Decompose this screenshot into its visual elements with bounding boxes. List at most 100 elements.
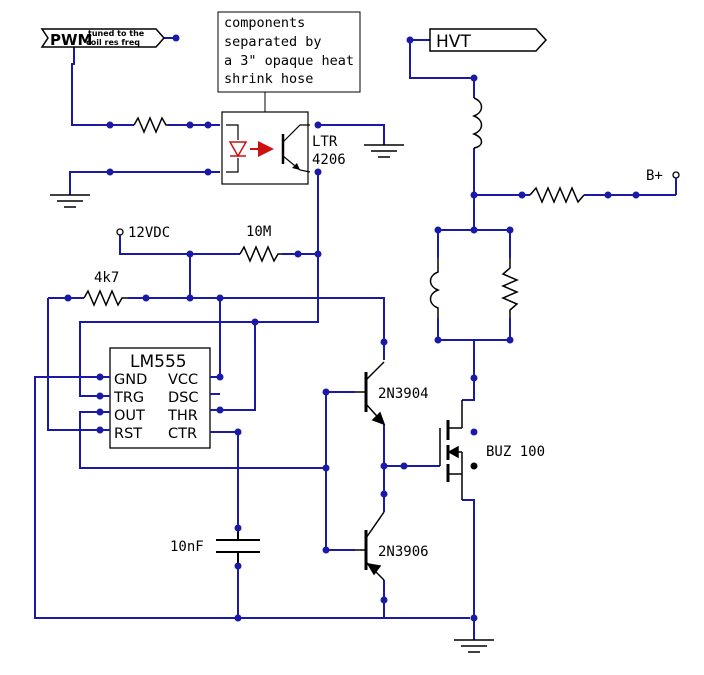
junction-node <box>470 428 478 436</box>
note-line-2: separated by <box>224 34 322 50</box>
junction-node <box>96 373 104 381</box>
supply-terminal <box>116 228 124 236</box>
q2-label: 2N3906 <box>378 544 429 560</box>
note-line-1: components <box>224 15 305 31</box>
junction-nodes <box>64 34 640 622</box>
pin-rst: RST <box>114 426 142 442</box>
junction-node <box>234 428 242 436</box>
junction-node <box>380 596 388 604</box>
junction-node <box>400 462 408 470</box>
transistor-2n3904 <box>355 361 386 426</box>
optocoupler <box>221 111 311 185</box>
lm555-body <box>109 347 211 449</box>
junction-black <box>470 462 478 470</box>
pin-vcc: VCC <box>168 372 198 388</box>
pwm-label-box <box>40 28 166 48</box>
bplus-label: B+ <box>646 168 663 184</box>
junction-node <box>470 374 478 382</box>
junction-node <box>470 74 478 82</box>
note-line-3: a 3" opaque heat <box>224 53 354 69</box>
junction-node <box>216 373 224 381</box>
resistor-parallel <box>501 258 519 318</box>
junction-node <box>322 546 330 554</box>
junction-node <box>216 406 224 414</box>
resistor-4k7-label: 4k7 <box>94 270 119 286</box>
opto-label-1: LTR <box>312 134 338 150</box>
junction-node <box>96 426 104 434</box>
junction-node <box>234 524 242 532</box>
pin-thr: THR <box>167 408 198 424</box>
junction-node <box>294 250 302 258</box>
junction-node <box>186 121 194 129</box>
pwm-note-2: coil res freq <box>86 38 140 47</box>
mosfet-label: BUZ 100 <box>486 444 545 460</box>
hvt-label: HVT <box>436 32 471 52</box>
inductor-main <box>471 97 483 149</box>
junction-node <box>96 408 104 416</box>
pin-dsc: DSC <box>168 390 199 406</box>
pin-out: OUT <box>114 408 145 424</box>
ground-opto <box>364 144 404 158</box>
bplus-terminal <box>672 171 680 179</box>
junction-node <box>314 168 322 176</box>
junction-node <box>406 36 414 44</box>
ground-main <box>454 639 494 653</box>
capacitor-label: 10nF <box>170 539 204 555</box>
junction-node <box>234 614 242 622</box>
junction-node <box>470 191 478 199</box>
pin-trg: TRG <box>113 390 144 406</box>
hvt-label-box <box>429 28 548 52</box>
junction-node <box>106 168 114 176</box>
junction-node <box>380 338 388 346</box>
junction-node <box>632 191 640 199</box>
note-box <box>217 11 361 93</box>
q1-label: 2N3904 <box>378 386 429 402</box>
pwm-label: PWM <box>50 31 92 49</box>
pwm-note-1: tuned to the <box>88 29 145 38</box>
resistor-pwm <box>133 116 168 134</box>
junction-node <box>518 191 526 199</box>
junction-node <box>470 614 478 622</box>
ground-left <box>50 194 90 208</box>
junction-node <box>204 121 212 129</box>
junction-node <box>322 388 330 396</box>
resistor-4k7 <box>83 289 128 307</box>
junction-node <box>251 318 259 326</box>
junction-node <box>186 294 194 302</box>
junction-node <box>106 121 114 129</box>
junction-node <box>470 226 478 234</box>
junction-node <box>234 562 242 570</box>
junction-node <box>204 168 212 176</box>
junction-node <box>64 294 72 302</box>
mosfet-buz100 <box>439 400 463 500</box>
resistor-10m <box>239 245 282 263</box>
capacitor-10nf <box>216 528 260 566</box>
lm555-name: LM555 <box>130 352 187 372</box>
junction-node <box>314 121 322 129</box>
opto-label-2: 4206 <box>312 152 346 168</box>
junction-node <box>186 250 194 258</box>
inductor-parallel <box>429 258 441 318</box>
junction-node <box>314 250 322 258</box>
junction-node <box>216 294 224 302</box>
junction-node <box>380 462 388 470</box>
junction-node <box>434 336 442 344</box>
junction-node <box>506 336 514 344</box>
resistor-bplus <box>529 186 585 204</box>
junction-node <box>322 464 330 472</box>
junction-node <box>96 392 104 400</box>
supply-label: 12VDC <box>128 225 170 241</box>
note-line-4: shrink hose <box>224 71 313 87</box>
resistor-10m-label: 10M <box>246 224 271 240</box>
junction-node <box>172 34 180 42</box>
junction-node <box>506 226 514 234</box>
pin-gnd: GND <box>114 372 147 388</box>
junction-node <box>604 191 612 199</box>
junction-node <box>434 226 442 234</box>
junction-node <box>142 294 150 302</box>
junction-node <box>380 490 388 498</box>
pin-ctr: CTR <box>168 426 197 442</box>
transistor-2n3906 <box>355 511 385 581</box>
